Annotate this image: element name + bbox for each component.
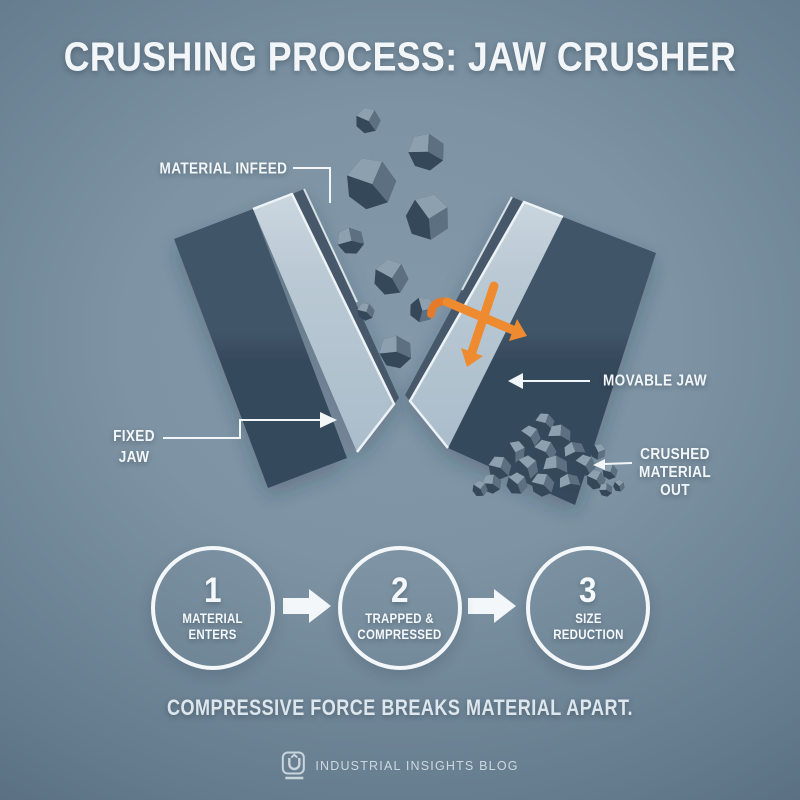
rock — [543, 474, 555, 493]
rock — [356, 107, 375, 122]
fixed-jaw — [174, 188, 399, 488]
label-movable-jaw: MOVABLE JAW — [603, 372, 707, 390]
label-fixed-jaw: FIXED JAW — [113, 428, 155, 466]
step-number: 1 — [204, 571, 222, 610]
rock — [534, 439, 551, 453]
rock — [379, 335, 397, 354]
rock — [548, 424, 562, 437]
fixed-jaw-plate — [253, 194, 394, 452]
rock — [391, 264, 409, 293]
rock — [567, 473, 581, 486]
footer-brand: INDUSTRIAL INSIGHTS BLOG — [281, 751, 518, 781]
movable-jaw-plate-edge — [408, 200, 564, 449]
movable-jaw-edge-highlight — [461, 196, 513, 291]
label-crushed-material-out: CRUSHED MATERIAL OUT — [639, 446, 711, 499]
rock — [587, 469, 601, 481]
crushed-pointer — [603, 462, 633, 465]
tagline: COMPRESSIVE FORCE BREAKS MATERIAL APART. — [166, 695, 634, 720]
rock — [571, 441, 586, 453]
step-circle-3: 3 SIZE REDUCTION — [526, 546, 650, 670]
fixed-jaw-arrowhead-icon — [320, 412, 337, 428]
rock — [509, 441, 525, 453]
rock — [518, 455, 536, 469]
rock — [596, 471, 606, 488]
rock — [535, 413, 549, 423]
rock — [517, 476, 528, 494]
rock — [368, 110, 381, 131]
rock — [375, 259, 402, 279]
step-arrow-icon — [283, 589, 331, 623]
movable-jaw-body — [448, 217, 656, 505]
rock — [347, 158, 383, 185]
rock — [606, 483, 613, 494]
infeed-pointer — [293, 167, 331, 203]
rock — [372, 161, 397, 203]
rock — [482, 474, 494, 484]
rock — [610, 464, 618, 478]
rock — [357, 303, 370, 312]
rock — [594, 444, 606, 453]
step-label: SIZE REDUCTION — [552, 611, 624, 642]
callout-connectors — [163, 167, 633, 465]
rock — [619, 482, 625, 492]
rock — [614, 479, 624, 487]
industrial-insights-logo-icon — [281, 751, 305, 780]
rock — [428, 207, 448, 240]
step-circle-2: 2 TRAPPED & COMPRESSED — [338, 546, 462, 670]
callout-arrowheads — [320, 373, 605, 470]
rock — [415, 194, 448, 219]
step-number: 3 — [579, 571, 597, 610]
step-number: 2 — [391, 571, 409, 610]
infeed-rocks — [337, 107, 448, 369]
rock — [408, 133, 429, 153]
rock — [515, 447, 525, 463]
fixed-jaw-pointer — [163, 419, 320, 439]
rock — [543, 455, 557, 470]
rock — [527, 460, 539, 479]
fixed-jaw-side-face — [292, 189, 399, 404]
rock — [508, 472, 525, 485]
label-material-infeed: MATERIAL INFEED — [159, 160, 287, 178]
step-label: TRAPPED & COMPRESSED — [357, 611, 443, 642]
rock — [492, 474, 501, 490]
rock — [602, 464, 613, 472]
crushed-arrowhead-icon — [593, 459, 605, 470]
movable-jaw — [405, 196, 656, 505]
step-circle-1: 1 MATERIAL ENTERS — [151, 546, 275, 670]
rock — [396, 335, 411, 359]
rock — [545, 414, 555, 430]
rock — [521, 425, 537, 438]
rock — [488, 456, 505, 468]
rock — [564, 441, 576, 457]
rock — [530, 429, 541, 447]
rock — [500, 457, 512, 476]
movable-jaw-plate — [410, 202, 563, 448]
rock — [559, 473, 571, 488]
step-label: MATERIAL ENTERS — [182, 611, 244, 642]
page-title: CRUSHING PROCESS: JAW CRUSHER — [63, 33, 737, 80]
fixed-jaw-plate-edge — [252, 192, 396, 453]
rock — [556, 455, 568, 473]
fixed-jaw-edge-highlight — [303, 188, 358, 303]
rock — [599, 483, 607, 490]
movable-jaw-arrowhead-icon — [508, 373, 523, 389]
rock — [427, 133, 444, 161]
rock — [337, 227, 352, 245]
motion-arrows-icon — [427, 281, 527, 367]
fixed-jaw-body — [174, 209, 347, 488]
rock — [560, 424, 571, 442]
rock — [473, 480, 486, 490]
crushed-pile — [472, 413, 625, 497]
rock — [348, 227, 364, 244]
rock — [480, 483, 488, 496]
step-arrows — [283, 589, 516, 623]
rock — [597, 449, 606, 460]
movable-jaw-side-face — [405, 197, 524, 401]
step-arrow-icon — [468, 589, 516, 623]
footer-brand-text: INDUSTRIAL INSIGHTS BLOG — [315, 759, 519, 773]
rock — [531, 473, 548, 485]
rock — [575, 454, 592, 467]
rock — [366, 303, 375, 318]
